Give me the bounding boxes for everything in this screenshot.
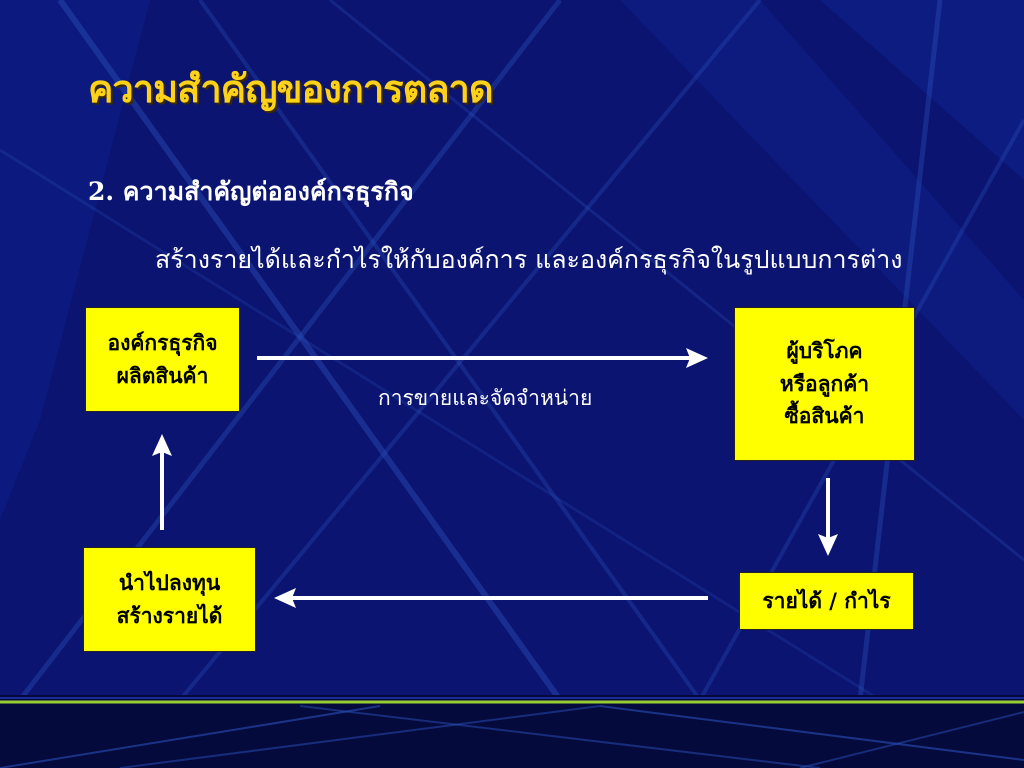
arrow-income-to-invest bbox=[274, 588, 708, 608]
node-invest: นำไปลงทุน สร้างรายได้ bbox=[83, 547, 256, 652]
node-consumer-line3: ซื้อสินค้า bbox=[784, 403, 865, 429]
node-business: องค์กรธุรกิจ ผลิตสินค้า bbox=[85, 307, 240, 412]
section-heading: 2. ความสำคัญต่อองค์กรธุรกิจ bbox=[88, 177, 414, 206]
node-consumer: ผู้บริโภค หรือลูกค้า ซื้อสินค้า bbox=[734, 307, 915, 461]
node-invest-line1: นำไปลงทุน bbox=[118, 569, 221, 595]
arrow-business-to-consumer bbox=[257, 348, 708, 368]
arrow-consumer-to-income bbox=[818, 478, 838, 556]
description-text: สร้างรายได้และกำไรให้กับองค์การ และองค์ก… bbox=[155, 245, 903, 274]
node-income-line1: รายได้ / กำไร bbox=[762, 587, 891, 613]
node-business-line2: ผลิตสินค้า bbox=[116, 362, 209, 388]
arrow-invest-to-business bbox=[152, 434, 172, 530]
node-invest-line2: สร้างรายได้ bbox=[116, 602, 223, 628]
node-business-line1: องค์กรธุรกิจ bbox=[107, 329, 218, 355]
edge-label-sales: การขายและจัดจำหน่าย bbox=[378, 386, 593, 410]
node-income: รายได้ / กำไร bbox=[739, 572, 914, 630]
node-consumer-line1: ผู้บริโภค bbox=[786, 338, 863, 364]
node-consumer-line2: หรือลูกค้า bbox=[779, 370, 870, 396]
slide-title: ความสำคัญของการตลาด bbox=[88, 66, 494, 111]
